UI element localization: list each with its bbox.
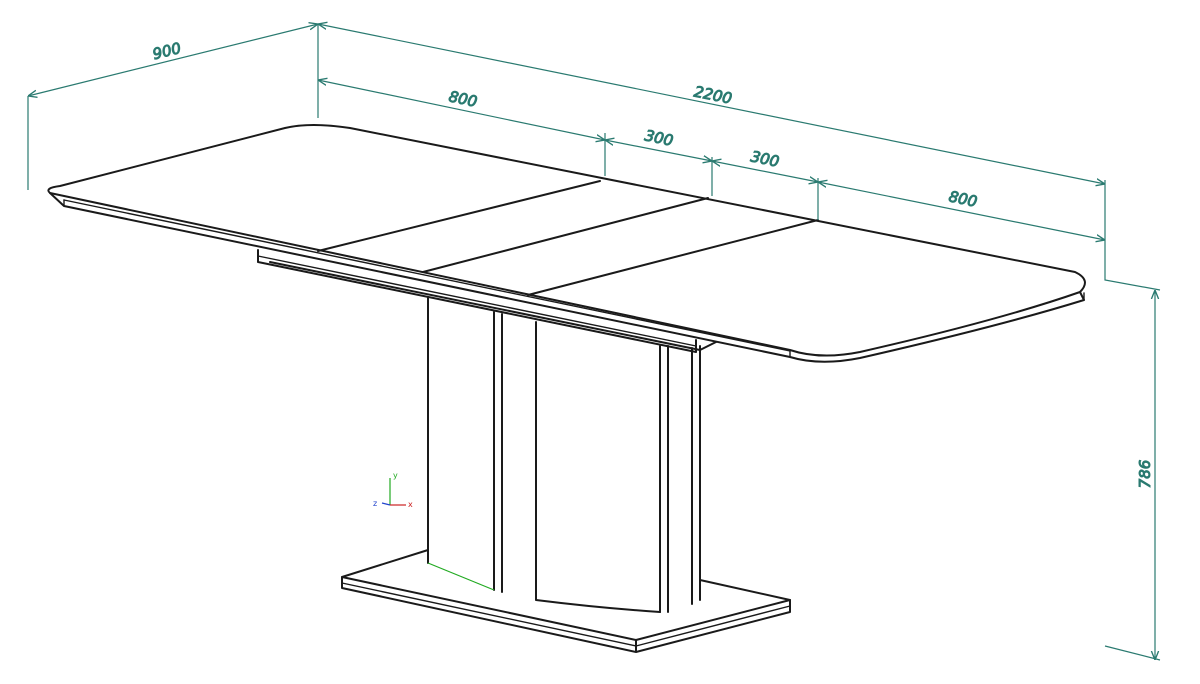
dim-line-width	[28, 24, 318, 96]
tabletop-edge	[49, 192, 1085, 363]
pedestal-center-face	[535, 321, 661, 613]
leaf-joint-2	[422, 197, 709, 273]
base-plate-edge-inner	[341, 582, 791, 647]
dim-label-width: 900	[151, 39, 183, 63]
dim-label-insert-right: 300	[749, 147, 781, 170]
pedestal-edge-highlight	[427, 562, 495, 591]
tabletop-edge-lower	[63, 199, 791, 352]
dim-line-total-length	[318, 24, 1105, 184]
base-plate-top	[341, 549, 791, 641]
pedestal-left-face	[427, 296, 503, 593]
dim-label-right-leaf: 800	[947, 187, 979, 210]
dim-label-insert-left: 300	[643, 126, 675, 149]
leaf-joint-3	[527, 219, 819, 296]
dim-label-total-length: 2200	[692, 82, 733, 107]
axis-label-y: y	[393, 471, 398, 480]
axis-gizmo: y x z	[373, 471, 413, 509]
table-model: y x z	[47, 124, 1086, 653]
axis-label-z: z	[373, 499, 377, 508]
dim-line-left-leaf	[318, 80, 605, 140]
axis-label-x: x	[408, 500, 413, 509]
base-plate-edge	[341, 576, 791, 653]
dim-line-insert-right	[712, 161, 818, 182]
dimension-annotations: 900 2200 800 300 300 800 786	[27, 24, 1161, 661]
tabletop-edge-inner	[63, 199, 1085, 358]
tabletop-surface	[47, 124, 1086, 357]
dim-label-left-leaf: 800	[447, 87, 479, 110]
dim-line-right-leaf	[818, 182, 1105, 240]
pedestal-right-face	[659, 345, 701, 613]
dim-line-insert-left	[605, 140, 712, 161]
apron-rail-front	[257, 255, 697, 347]
leaf-joint-1	[317, 180, 601, 252]
extension-lines	[27, 24, 1161, 661]
dim-label-height: 786	[1136, 460, 1154, 489]
